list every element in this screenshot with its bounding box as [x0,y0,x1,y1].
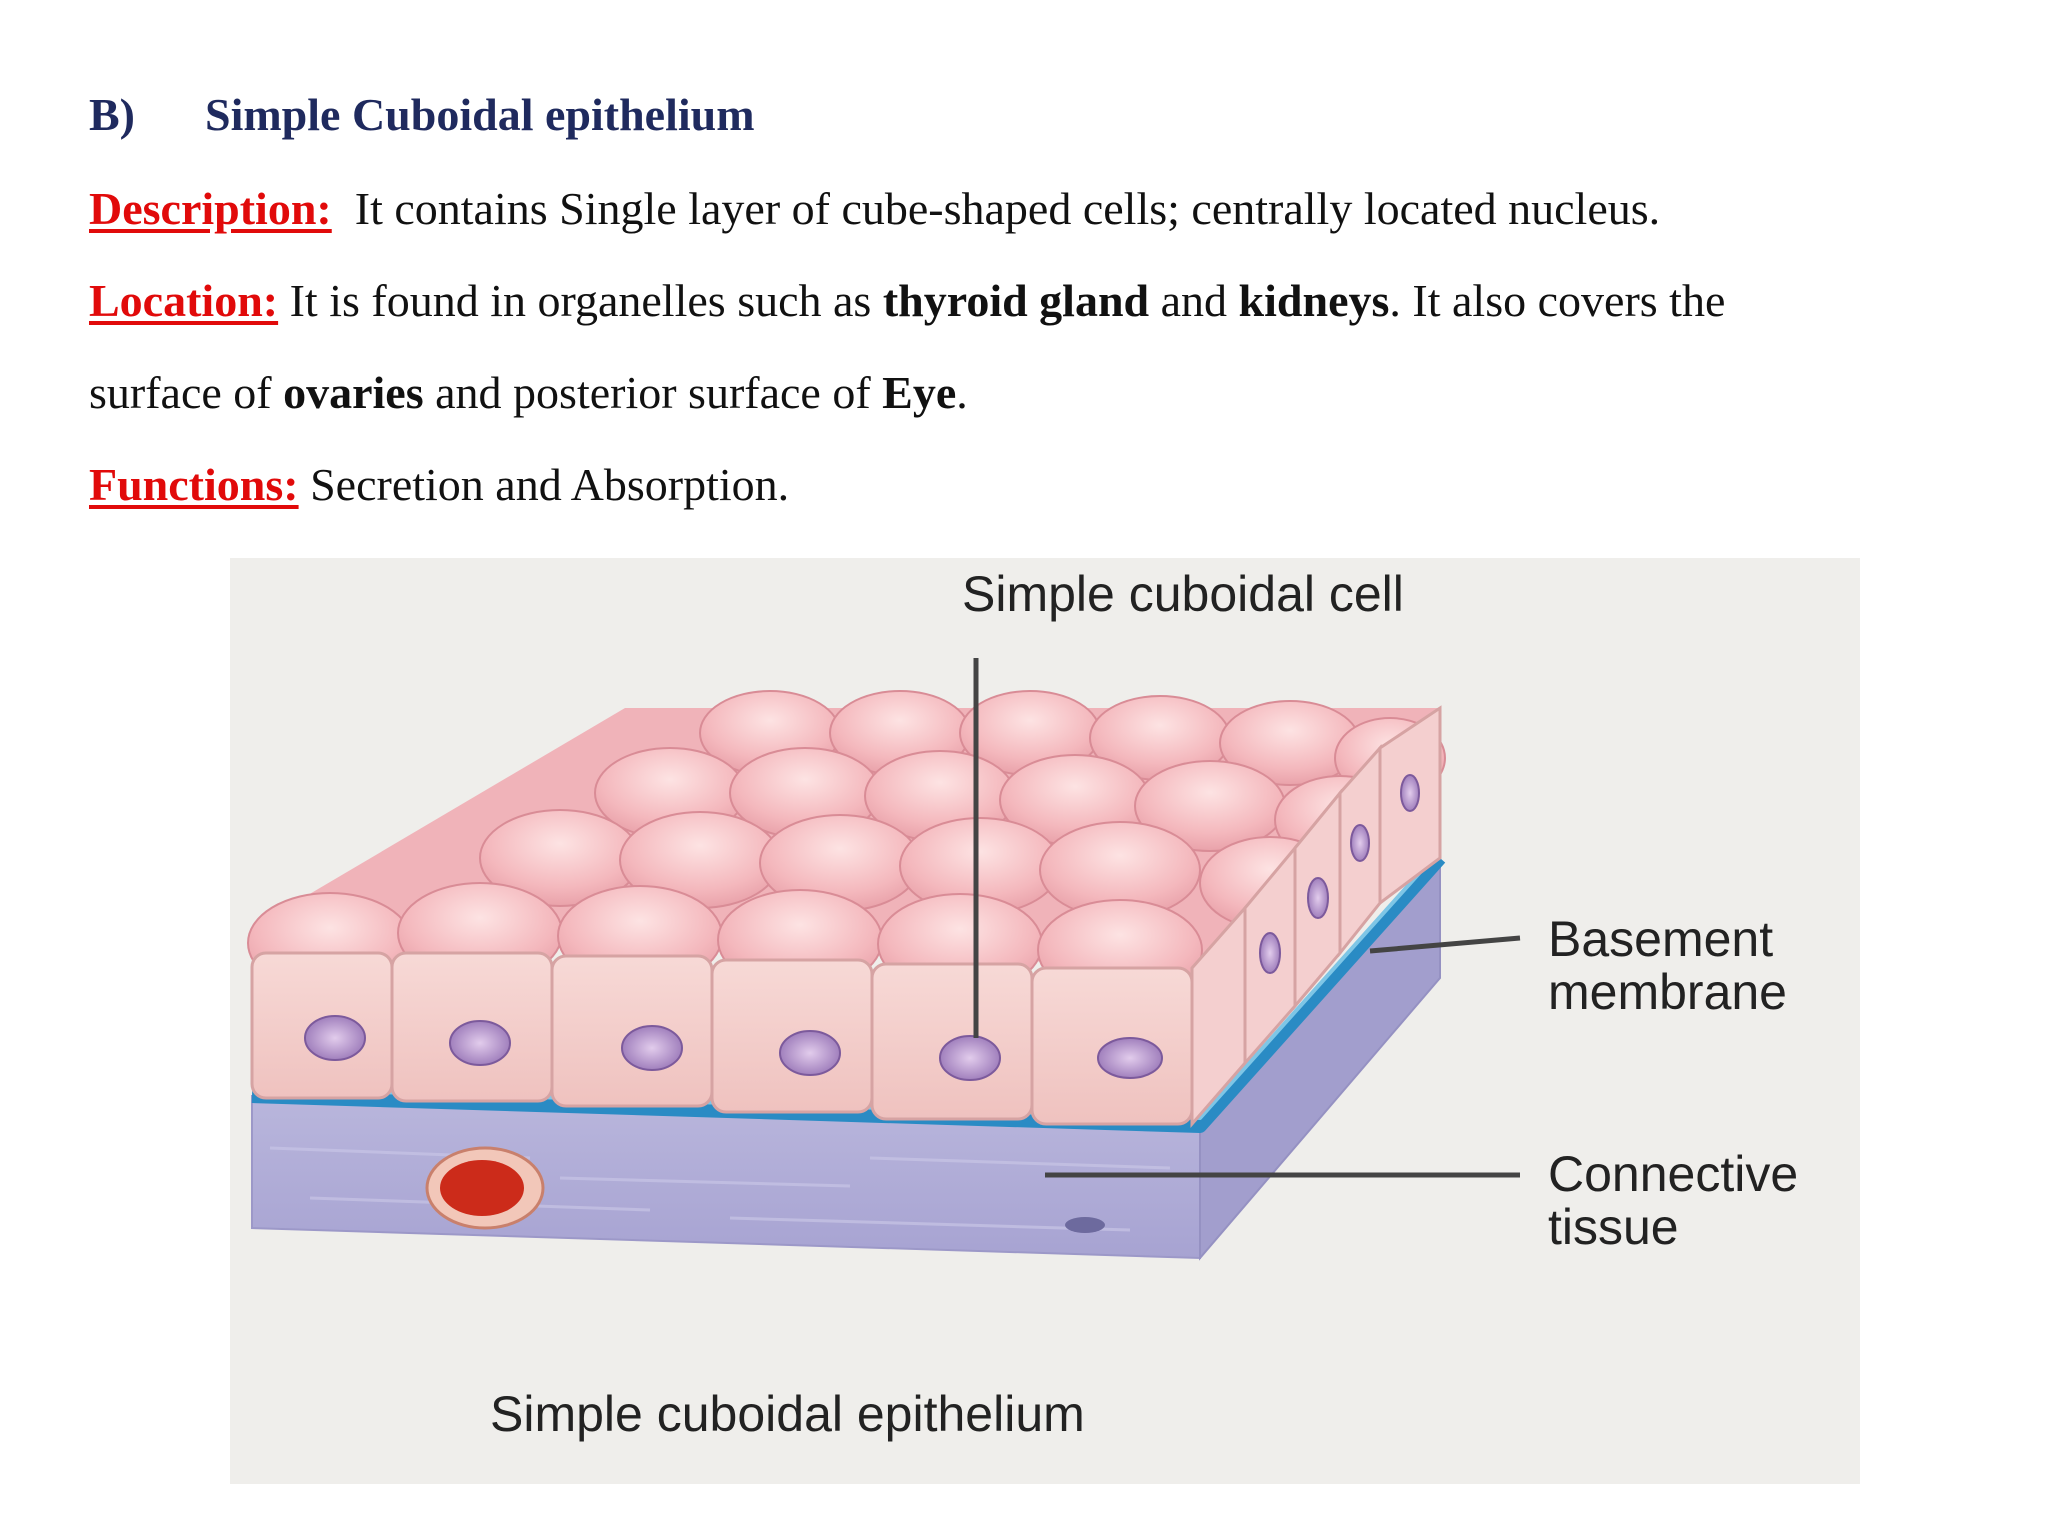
section-number: B) [89,89,135,140]
connective-label-line1: Connective [1548,1146,1799,1202]
location-text-5: and posterior surface of [423,367,883,418]
description-text: It contains Single layer of cube-shaped … [354,183,1661,234]
description-paragraph: Description: It contains Single layer of… [89,186,1660,232]
connective-label-line2: tissue [1548,1198,1679,1255]
basement-membrane-label: Basement membrane [1548,913,1787,1018]
basement-label-line2: membrane [1548,963,1787,1020]
location-paragraph-cont: surface of ovaries and posterior surface… [89,370,968,416]
functions-label: Functions: [89,459,299,510]
figure-caption: Simple cuboidal epithelium [490,1386,1085,1442]
section-heading: B) Simple Cuboidal epithelium [89,88,755,141]
location-eye: Eye [882,367,957,418]
blood-cell [440,1160,524,1216]
location-text-1: It is found in organelles such as [289,275,883,326]
description-label: Description: [89,183,332,234]
location-text-3: . It also covers the [1389,275,1726,326]
location-label: Location: [89,275,279,326]
location-text-2: and [1149,275,1239,326]
epithelium-illustration [247,658,1521,1261]
simple-cuboidal-cell-label: Simple cuboidal cell [962,566,1404,622]
location-text-4: surface of [89,367,284,418]
location-kidneys: kidneys [1238,275,1390,326]
epithelium-figure: Simple cuboidal cell Basement membrane C… [230,558,1860,1484]
cell-nuclei [304,774,1420,1081]
basement-leader-line [1369,935,1521,954]
location-paragraph: Location: It is found in organelles such… [89,278,1943,324]
fibroblast [1065,1217,1105,1233]
functions-text: Secretion and Absorption. [310,459,790,510]
functions-paragraph: Functions: Secretion and Absorption. [89,462,789,508]
location-ovaries: ovaries [283,367,424,418]
location-text-6: . [956,367,968,418]
connective-tissue-label: Connective tissue [1548,1148,1798,1253]
basement-label-line1: Basement [1548,911,1774,967]
location-thyroid: thyroid gland [882,275,1150,326]
section-title: Simple Cuboidal epithelium [205,89,755,140]
